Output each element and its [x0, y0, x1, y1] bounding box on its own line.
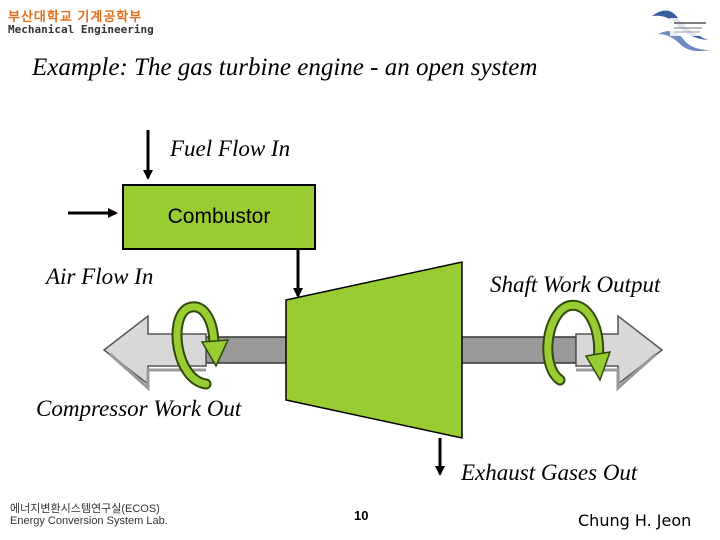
page-number: 10	[354, 508, 369, 523]
compressor-rotation-arrow	[171, 301, 230, 390]
air-flow-label: Air Flow In	[46, 264, 154, 289]
turbine	[285, 261, 463, 439]
compressor-work-label: Compressor Work Out	[36, 396, 242, 421]
slide-title: Example: The gas turbine engine - an ope…	[32, 54, 538, 81]
lab-name-korean: 에너지변환시스템연구실(ECOS)	[10, 503, 160, 515]
lab-name-english: Energy Conversion System Lab.	[10, 515, 168, 527]
exhaust-label: Exhaust Gases Out	[461, 460, 638, 485]
shaft-rotation-arrow	[542, 299, 612, 386]
university-emblem-icon	[652, 10, 710, 52]
combustor: Combustor	[122, 184, 316, 250]
fuel-flow-label: Fuel Flow In	[170, 136, 291, 161]
shaft-work-label: Shaft Work Output	[490, 272, 661, 297]
university-logo-korean: 부산대학교 기계공학부	[8, 9, 143, 24]
author-name: Chung H. Jeon	[578, 511, 692, 530]
university-logo-english: Mechanical Engineering	[8, 23, 154, 36]
combustor-label: Combustor	[167, 205, 271, 228]
